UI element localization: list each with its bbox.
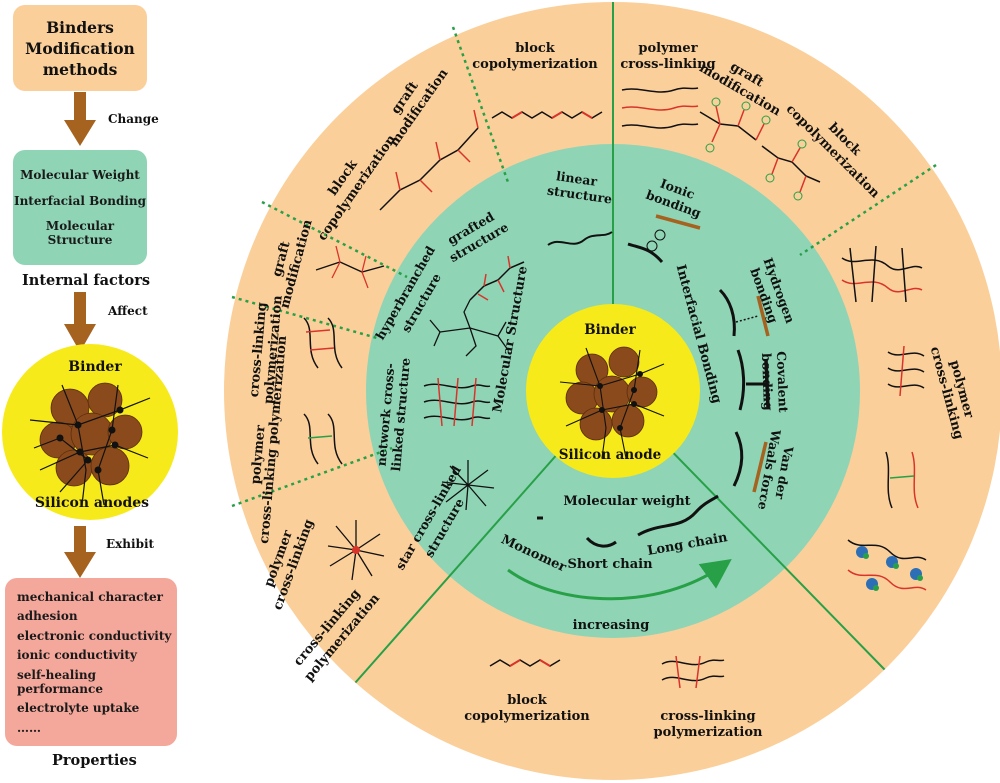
left-binder-illustration: Binder Silicon anodes [2,344,178,520]
bonding-vdw: Van der Waals force [755,428,797,512]
property-self-healing: self-healing performance [17,667,103,696]
mw-crosslink-line-1: cross-linking [660,709,755,724]
linear-chain [547,231,613,246]
ib-block-shape [761,139,821,201]
left-binder-label: Binder [68,359,122,375]
ib-polymer-crosslink-line-2: cross-linking [620,57,715,72]
mw-crosslink-label: cross-linking polymerization [654,709,763,740]
ib-right-clusters [847,539,927,591]
ms-graft-chain [379,109,479,211]
ib-polymer-crosslink-label: polymer cross-linking [620,41,715,72]
methods-line-3: methods [42,59,118,79]
methods-line-1: Binders [46,17,114,37]
internal-item-molecular-weight: Molecular Weight [20,167,140,182]
increasing-arrow [507,559,732,601]
ionic-illustration [627,214,701,263]
hyperbranched-shape [429,299,509,357]
covalent-illustration [736,349,770,411]
network-mesh [423,377,491,427]
ms-crosslink-left-shape [303,317,343,465]
vdw-illustration [732,431,768,493]
hydrogen-illustration [718,288,770,337]
ms-block-top-line-1: block [515,41,556,56]
subsection-dividers [231,26,937,508]
core-anode-label: Silicon anode [559,447,661,463]
ms-block-top-label: block copolymerization [472,41,598,72]
property-adhesion: adhesion [17,609,78,623]
molecular-weight-label: Molecular weight [563,494,690,509]
arrow-exhibit [64,526,96,578]
arrow-change [64,92,96,146]
ib-right-network [841,245,925,509]
core-binder-label: Binder [584,322,636,338]
modification-methods-box: Binders Modification methods [13,5,147,91]
internal-factors-box: Molecular Weight Interfacial Bonding Mol… [13,150,147,265]
properties-box: mechanical character adhesion electronic… [5,578,177,746]
property-ionic: ionic conductivity [17,648,137,662]
ms-block-top-red [511,111,593,119]
ib-polymer-crosslink-shape [621,87,699,129]
internal-item-interfacial-bonding: Interfacial Bonding [13,193,147,208]
property-more: …… [17,720,41,735]
property-electrolyte: electrolyte uptake [17,701,140,715]
change-label: Change [108,112,159,126]
left-anode-label: Silicon anodes [35,495,149,511]
ms-star-shape [327,520,385,581]
affect-label: Affect [108,304,148,318]
short-chain-label: Short chain [567,557,653,572]
mw-crosslink-shape [661,655,725,689]
long-chain-mark [637,494,719,537]
star-shape [441,460,495,511]
internal-factors-caption: Internal factors [22,272,151,289]
increasing-label: increasing [573,618,650,633]
arrow-affect [64,292,96,352]
grafted-chain [469,255,525,301]
ms-block-top-line-2: copolymerization [472,57,598,72]
methods-line-2: Modification [25,38,135,58]
mw-crosslink-line-2: polymerization [654,725,763,740]
exhibit-label: Exhibit [106,537,155,551]
properties-caption: Properties [52,752,137,769]
ms-polymer-crosslink-line-1: polymer [248,424,268,484]
mw-block-line-2: copolymerization [464,709,590,724]
mw-block-red [509,659,551,667]
linear-line-1: linear [555,168,598,189]
property-mechanical: mechanical character [17,589,163,604]
internal-item-molecular-structure: Molecular Structure [45,219,115,248]
ib-graft-shape [699,97,771,153]
mw-block-label: block copolymerization [464,693,590,724]
covalent-line-1: Covalent [774,351,791,413]
ms-graft-left-shape [315,245,385,289]
mw-block-line-1: block [507,693,548,708]
ib-polymer-crosslink-line-1: polymer [638,41,697,56]
bonding-covalent: Covalent bonding [759,351,791,413]
short-chain-mark [585,536,617,548]
property-electronic: electronic conductivity [17,628,172,643]
core-particles [559,346,665,459]
